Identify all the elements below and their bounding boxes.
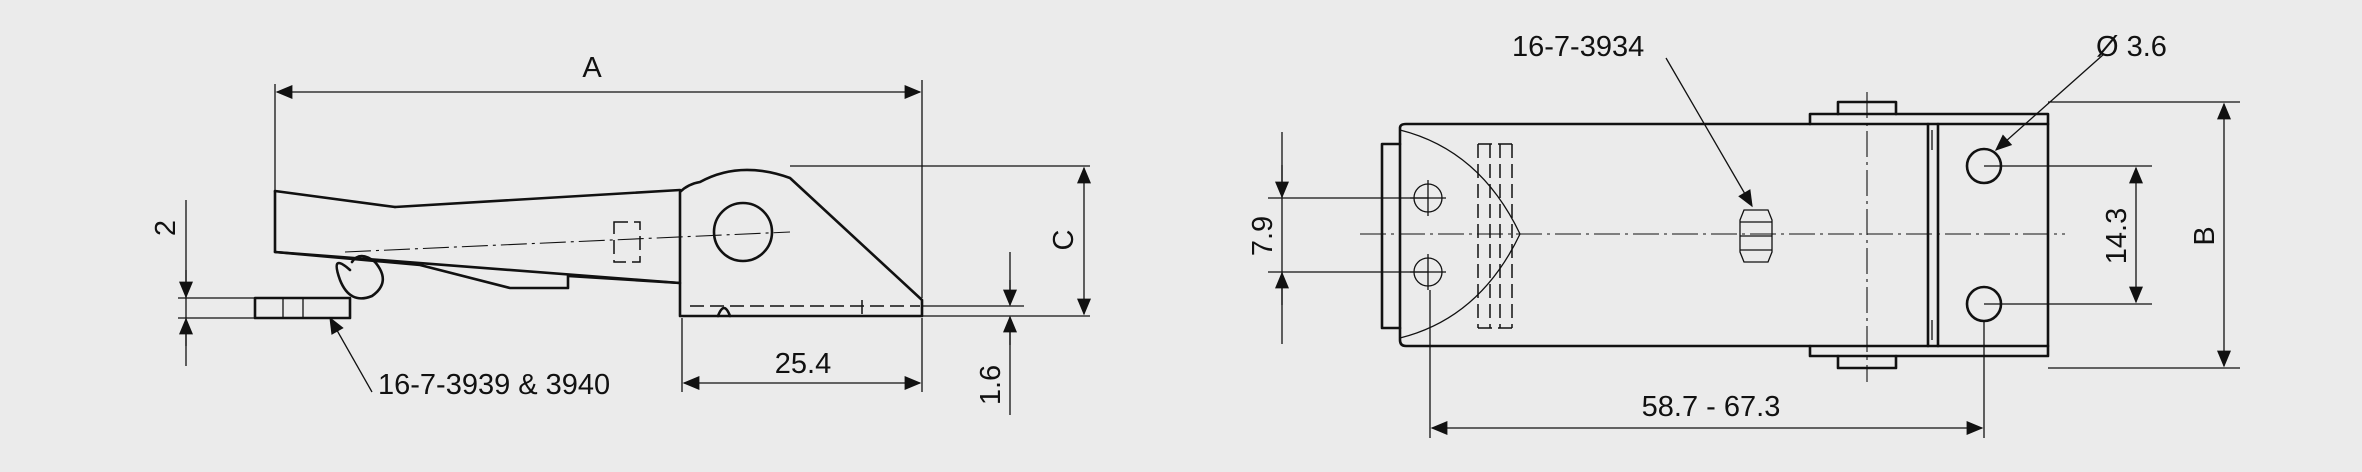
keeper-holes (282, 298, 304, 318)
hidden-hook-lines (1477, 144, 1513, 328)
part-number-top: 16-7-3934 (1512, 31, 1644, 63)
dim-b-label: B (2189, 226, 2221, 245)
dim-c-extension (790, 165, 1090, 317)
base-notch (716, 306, 732, 318)
diameter-label: Ø 3.6 (2096, 31, 2167, 63)
center-line (344, 231, 791, 253)
lever-top-edge-2 (393, 188, 682, 209)
dim-slot-extension (1268, 197, 1428, 273)
slot-hole-crosshairs (1410, 180, 1446, 290)
hook-plate (1380, 142, 1402, 330)
dim-b-extension (2048, 101, 2240, 369)
lever-top-edge (273, 189, 397, 209)
rivet (1739, 209, 1773, 263)
dim-thickness-label: 1.6 (975, 365, 1007, 405)
dim-base-label: 25.4 (775, 348, 831, 380)
hidden-rivet (613, 221, 641, 263)
dim-slot-label: 7.9 (1247, 216, 1279, 256)
dim-offset-extension (178, 297, 256, 319)
dim-length-extension (1429, 290, 1985, 438)
part-number-side: 16-7-3939 & 3940 (378, 369, 610, 401)
dim-holes-extension (1984, 165, 2152, 305)
dim-c-label: C (1048, 230, 1080, 251)
dim-base-extension (681, 318, 923, 392)
latch-lever (273, 168, 924, 318)
side-view: A C 25.4 1.6 2 16-7-3939 & 3940 (150, 52, 1091, 415)
pivot-hole (712, 201, 774, 263)
top-view: 7.9 14.3 B 58.7 - 67.3 16-7-3934 Ø 3.6 (1247, 31, 2240, 438)
hinge-joint (1926, 122, 1940, 348)
dim-a-label: A (582, 52, 602, 84)
hidden-hook-caps (1478, 143, 1512, 329)
diameter-leader (1994, 53, 2105, 151)
part-leader-side (329, 316, 373, 393)
lever-lower-edge (273, 250, 682, 290)
hook-loop (335, 254, 385, 300)
dim-holes-label: 14.3 (2101, 208, 2133, 264)
dim-a-extension (274, 80, 923, 298)
dim-offset-label: 2 (150, 220, 182, 236)
part-leader-top (1665, 57, 1753, 208)
keeper-plate (253, 296, 352, 320)
hinge-flanges (1808, 112, 2050, 358)
rivet-lines (1740, 221, 1772, 251)
dim-length-label: 58.7 - 67.3 (1642, 391, 1781, 423)
